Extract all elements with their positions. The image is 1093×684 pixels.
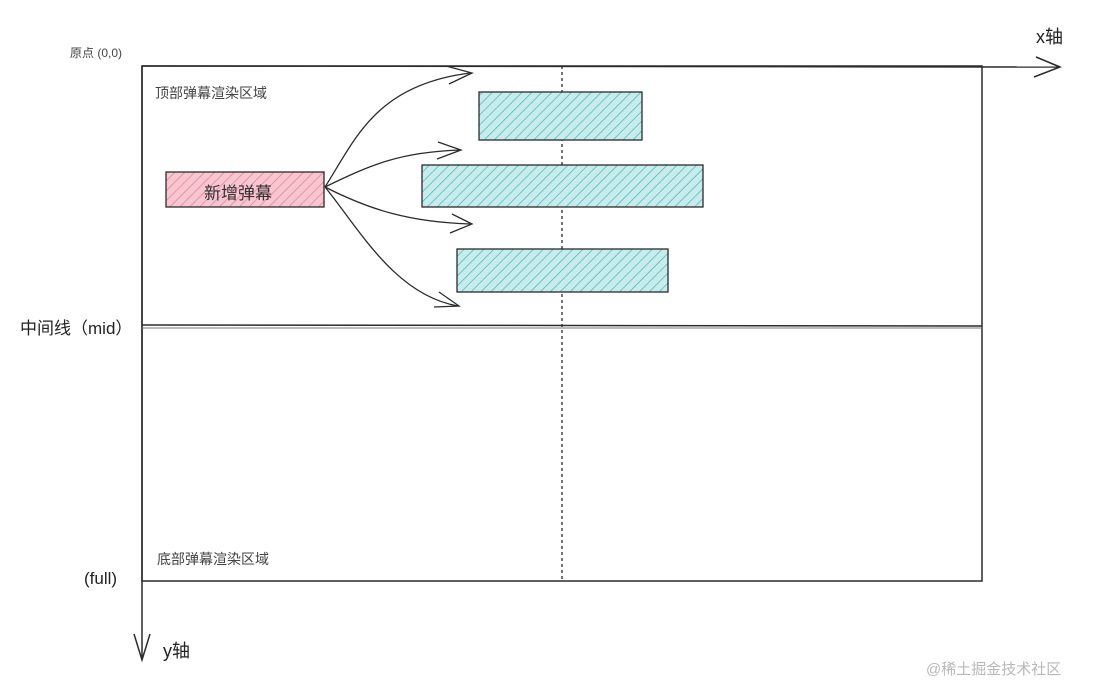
- arrow-to-row-4: [324, 186, 459, 307]
- full-label: (full): [84, 569, 118, 588]
- new-danmaku-label: 新增弹幕: [204, 184, 272, 203]
- arrow-to-row-3: [324, 186, 471, 225]
- danmaku-bar-3: [456, 248, 669, 293]
- new-danmaku-box: [165, 171, 325, 208]
- arrowhead-row-4: [433, 291, 461, 308]
- x-axis-label: x轴: [1036, 27, 1063, 47]
- arrow-to-row-2: [324, 149, 461, 188]
- top-region-label: 顶部弹幕渲染区域: [155, 85, 267, 101]
- y-axis-label: y轴: [163, 641, 190, 661]
- arrowhead-row-2: [436, 141, 463, 160]
- watermark: @稀土掘金技术社区: [926, 661, 1062, 678]
- origin-label: 原点 (0,0): [70, 46, 123, 60]
- arrowhead-row-1: [445, 65, 474, 85]
- arrowhead-row-3: [449, 213, 474, 234]
- branch-arrows: [324, 65, 474, 308]
- x-axis-line: [141, 65, 1059, 68]
- danmaku-bar-2: [421, 164, 704, 208]
- bottom-region-label: 底部弹幕渲染区域: [157, 551, 269, 567]
- y-axis-arrowhead: [133, 633, 151, 663]
- x-axis-arrowhead: [1033, 56, 1063, 78]
- canvas-frame: [141, 65, 983, 582]
- arrow-to-row-1: [324, 72, 471, 188]
- danmaku-bar-1: [478, 91, 643, 141]
- midline-label: 中间线（mid）: [20, 319, 133, 338]
